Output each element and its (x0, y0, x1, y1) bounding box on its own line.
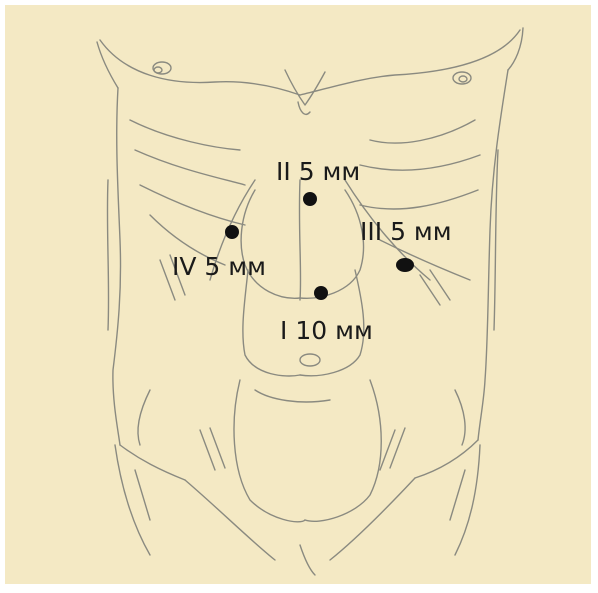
port-marker-i (314, 286, 328, 300)
port-label-iv: IV 5 мм (172, 254, 266, 279)
port-marker-ii (303, 192, 317, 206)
port-label-iii: III 5 мм (360, 219, 452, 244)
port-marker-iii (396, 258, 414, 272)
background-panel (5, 5, 591, 584)
port-label-i: I 10 мм (280, 318, 373, 343)
port-marker-iv (225, 225, 239, 239)
port-label-ii: II 5 мм (276, 159, 360, 184)
